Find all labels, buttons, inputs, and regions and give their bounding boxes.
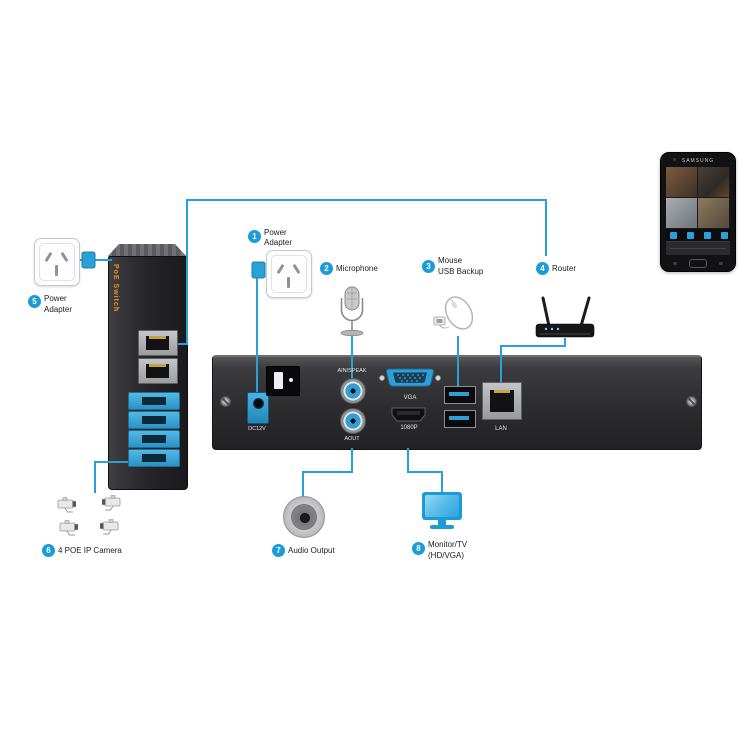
camera-thumbnail [666, 198, 697, 228]
lan-port [482, 382, 522, 420]
callout-label-monitor-1: Monitor/TV [428, 540, 468, 549]
line-aout-to-speaker [302, 448, 353, 497]
ip-camera-icons [57, 495, 121, 536]
hdmi-label: 1080P [400, 425, 418, 431]
phone-menu-key [673, 262, 677, 265]
vga-label: VGA [403, 395, 417, 401]
power-plug-icon-top [251, 261, 266, 279]
panel-screw-left [220, 396, 231, 407]
callout-label-audio-output: Audio Output [288, 546, 335, 555]
wall-outlet-icon-left [34, 238, 80, 286]
callout-label-power-adapter-left-2: Adapter [44, 305, 73, 314]
wall-outlet-icon-top [266, 250, 312, 298]
usb-port-2 [444, 410, 476, 428]
outlet-face [271, 255, 307, 293]
poe-switch-brand-label: PoE Switch [112, 264, 119, 313]
monitor-stand [438, 520, 446, 525]
callout-label-microphone: Microphone [336, 264, 378, 273]
poe-switch-top-face [108, 244, 186, 256]
switch-uplink-port-2 [138, 358, 178, 384]
poe-port-1 [128, 392, 180, 410]
line-switch-to-router-callout [172, 199, 547, 345]
callout-badge-6: 6 [42, 544, 55, 557]
camera-thumbnail [666, 167, 697, 197]
usb-port-1 [444, 386, 476, 404]
phone-toolbar [666, 229, 730, 241]
monitor-icon [422, 492, 462, 520]
switch-uplink-port-1 [138, 330, 178, 356]
callout-label-router: Router [552, 264, 577, 273]
callout-badge-2: 2 [320, 262, 333, 275]
hdmi-port [391, 407, 426, 422]
vga-port [378, 368, 441, 387]
poe-port-4 [128, 449, 180, 467]
callout-label-power-adapter-top-1: Power [264, 228, 287, 237]
callout-label-power-adapter-left-1: Power [44, 294, 67, 303]
monitor-base [430, 525, 454, 529]
callout-label-mouse-1: Mouse [438, 256, 463, 265]
dc-label: DC12V [248, 426, 266, 432]
line-hdmi-to-monitor [407, 448, 443, 493]
power-plug-icon-left [81, 251, 96, 269]
outlet-face [39, 243, 75, 281]
power-switch [266, 366, 300, 396]
speaker-icon [283, 496, 325, 538]
callout-label-mouse-2: USB Backup [438, 267, 484, 276]
aout-label: AOUT [344, 436, 360, 442]
router-icon [535, 296, 595, 338]
phone-camera-dot [673, 158, 676, 161]
camera-thumbnail [698, 167, 729, 197]
dc-power-input [247, 392, 269, 424]
callout-label-monitor-2: (HD/VGA) [428, 551, 464, 560]
callout-badge-7: 7 [272, 544, 285, 557]
poe-port-2 [128, 411, 180, 429]
phone-back-key [719, 262, 723, 265]
callout-badge-4: 4 [536, 262, 549, 275]
phone-screen [666, 167, 730, 255]
line-router-to-lan [500, 338, 566, 384]
callout-badge-3: 3 [422, 260, 435, 273]
panel-screw-right [686, 396, 697, 407]
callout-badge-5: 5 [28, 295, 41, 308]
callout-badge-1: 1 [248, 230, 261, 243]
ain-label: AIN/SPEAK [337, 368, 367, 374]
lan-label: LAN [495, 426, 507, 432]
rca-jack-aout [340, 408, 366, 434]
callout-label-power-adapter-top-2: Adapter [264, 238, 293, 247]
smartphone: SAMSUNG [660, 152, 736, 272]
callout-badge-8: 8 [412, 542, 425, 555]
mouse-icon [433, 296, 474, 330]
camera-thumbnail [698, 198, 729, 228]
poe-port-3 [128, 430, 180, 448]
phone-brand-label: SAMSUNG [681, 158, 715, 164]
callout-label-poe-camera: 4 POE IP Camera [58, 546, 122, 555]
rca-jack-ain [340, 378, 366, 404]
microphone-icon [340, 286, 364, 337]
power-rocker [274, 372, 283, 389]
phone-list-row [666, 241, 730, 255]
phone-home-button [689, 259, 707, 268]
